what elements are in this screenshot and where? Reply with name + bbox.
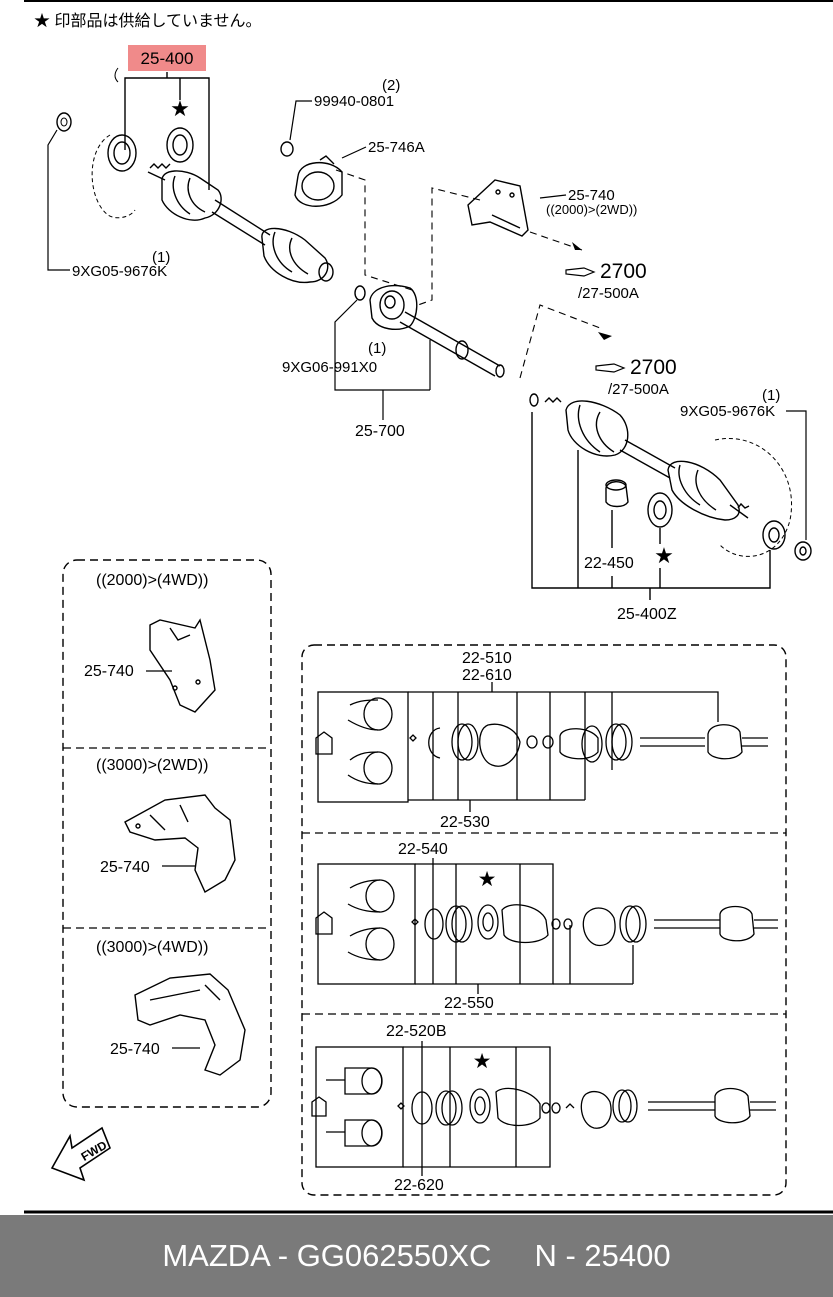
qty-9xg05-left: (1)	[152, 249, 170, 266]
star-icon: ★	[478, 868, 497, 891]
part-label-25-740-v2[interactable]: 25-740	[100, 859, 150, 876]
fwd-arrow-icon	[50, 1126, 111, 1182]
part-label-9xg06-991x0[interactable]: 9XG06-991X0	[282, 359, 377, 376]
kit-1-parts	[315, 697, 768, 785]
cond-25-740-top: ((2000)>(2WD))	[546, 202, 637, 217]
kit-label-22-510[interactable]: 22-510	[462, 650, 512, 667]
part-label-25-740-v1[interactable]: 25-740	[84, 663, 134, 680]
boot-22-450	[605, 479, 629, 508]
seal-left	[107, 134, 137, 172]
kit-3-parts	[311, 1067, 776, 1147]
star-icon: ★	[473, 1050, 492, 1073]
bolt-99940	[280, 141, 294, 157]
part-label-99940-0801[interactable]: 99940-0801	[314, 93, 394, 110]
kit-label-22-610[interactable]: 22-610	[462, 667, 512, 684]
part-label-25-746a[interactable]: 25-746A	[368, 139, 425, 156]
lower-drive-shaft	[529, 393, 750, 521]
seal-ring-right	[647, 492, 673, 528]
part-label-25-700[interactable]: 25-700	[355, 423, 405, 440]
nut-right	[794, 541, 812, 561]
star-icon: ★	[654, 543, 674, 568]
kit-label-22-540[interactable]: 22-540	[398, 841, 448, 858]
part-label-25-400[interactable]: 25-400	[141, 49, 194, 68]
bracket-25-400z	[531, 412, 771, 600]
qty-9xg06: (1)	[368, 340, 386, 357]
kit-label-22-550[interactable]: 22-550	[444, 995, 494, 1012]
fwd-label: FWD	[79, 1138, 110, 1164]
ref-2700-b[interactable]: 2700	[630, 356, 677, 379]
pointing-hand-icon	[565, 267, 596, 277]
bracket-25-740-top	[467, 179, 529, 237]
part-label-25-740-top[interactable]: 25-740	[568, 187, 615, 204]
kit-label-22-530[interactable]: 22-530	[440, 814, 490, 831]
seal-ring-left	[166, 127, 194, 163]
variant-box	[62, 559, 272, 1108]
star-icon: ★	[170, 96, 190, 121]
variant-title-3: ((3000)>(4WD))	[96, 939, 208, 956]
hub-outline-right	[714, 438, 792, 557]
ref-27-500a-b[interactable]: /27-500A	[608, 381, 669, 398]
part-label-25-740-v3[interactable]: 25-740	[110, 1041, 160, 1058]
variant-title-1: ((2000)>(4WD))	[96, 572, 208, 589]
bracket-variant-3	[134, 973, 246, 1076]
part-label-22-450[interactable]: 22-450	[584, 555, 634, 572]
pointing-hand-icon	[595, 363, 626, 373]
kit-label-22-520b[interactable]: 22-520B	[386, 1023, 447, 1040]
part-label-25-400z[interactable]: 25-400Z	[617, 606, 677, 623]
qty-99940: (2)	[382, 77, 400, 94]
bracket-variant-1	[149, 618, 216, 713]
footer-part-number: MAZDA - GG062550XC N - 25400	[162, 1238, 671, 1273]
footer-bar: MAZDA - GG062550XC N - 25400	[0, 1215, 833, 1297]
bracket-variant-2	[124, 794, 236, 894]
kit-box	[301, 644, 787, 1196]
kit-1-brackets	[317, 682, 719, 812]
highlight-box	[128, 45, 206, 71]
ref-2700-a[interactable]: 2700	[600, 260, 647, 283]
header-note: ★ 印部品は供給していません。	[34, 12, 262, 30]
variant-title-2: ((3000)>(2WD))	[96, 757, 208, 774]
part-label-9xg05-9676k-right[interactable]: 9XG05-9676K	[680, 403, 775, 420]
qty-9xg05-right: (1)	[762, 387, 780, 404]
seal-right	[762, 520, 786, 550]
upper-drive-shaft	[147, 163, 334, 284]
part-label-9xg05-9676k-left[interactable]: 9XG05-9676K	[72, 263, 167, 280]
left-nut	[56, 112, 72, 132]
kit-2-brackets	[317, 858, 634, 994]
ref-27-500a-a[interactable]: /27-500A	[578, 285, 639, 302]
center-shaft-25-700	[354, 284, 505, 378]
kit-label-22-620[interactable]: 22-620	[394, 1177, 444, 1194]
kit-2-parts	[315, 879, 778, 961]
hub-outline-left	[91, 134, 136, 219]
clamp-25-746a	[294, 155, 343, 207]
bracket-25-400	[124, 72, 210, 190]
kit-3-brackets	[315, 1041, 551, 1176]
